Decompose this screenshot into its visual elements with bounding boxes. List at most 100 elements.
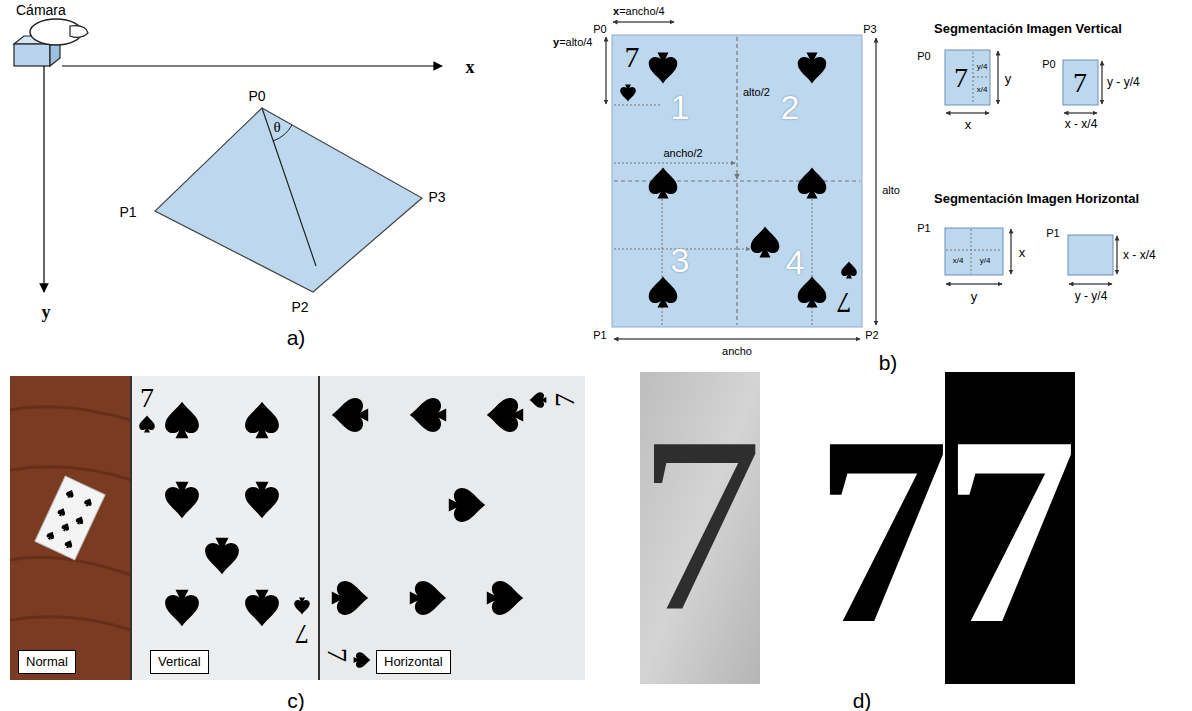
segment-box <box>1068 235 1113 275</box>
dimension-label: alto/2 <box>743 87 770 98</box>
photo-tag: Vertical <box>150 650 209 674</box>
corner-label: P1 <box>593 330 606 341</box>
corner-label: P3 <box>428 190 445 204</box>
angle-label: θ <box>273 120 280 135</box>
suit-symbol <box>798 277 827 308</box>
photo-divider <box>318 376 320 680</box>
photo-tag: Horizontal <box>376 650 451 674</box>
photo-normal <box>35 476 105 560</box>
photo-horizontal <box>332 398 368 432</box>
dimension-label: x <box>965 118 972 131</box>
card-rank: 7 <box>295 620 309 648</box>
dimension-label: y/4 <box>980 257 991 265</box>
photo-vertical <box>245 482 279 518</box>
photo-vertical <box>165 402 199 438</box>
photo-horizontal <box>487 581 523 615</box>
dimension-arrow <box>606 37 607 104</box>
photo-vertical <box>245 402 279 438</box>
photo-vertical <box>139 416 155 433</box>
dimension-arrow <box>606 22 876 339</box>
photo-horizontal <box>410 581 446 615</box>
photo-vertical <box>245 590 279 626</box>
segment-box <box>946 250 1002 251</box>
card-rank: 7 <box>1073 69 1087 97</box>
dimension-label: x - x/4 <box>1065 118 1098 130</box>
suit-symbol <box>798 168 827 199</box>
photo-horizontal <box>320 376 585 680</box>
segment-box: 7y/4x/4 <box>945 50 990 105</box>
section-heading: Segmentación Imagen Horizontal <box>934 192 1139 205</box>
suit-symbol <box>798 53 827 84</box>
card-rank: 7 <box>837 288 852 318</box>
dimension-label: ancho/2 <box>663 148 702 159</box>
segment-box: x/4y/4 <box>945 228 1003 275</box>
dimension-label: y - y/4 <box>1075 290 1108 302</box>
axis-label: y <box>42 303 51 321</box>
suit-symbol <box>841 262 857 279</box>
photo-normal <box>65 488 76 499</box>
card-rank: 7 <box>625 42 640 72</box>
dimension-label: y/4 <box>977 63 988 71</box>
photo-vertical <box>165 590 199 626</box>
photo-horizontal <box>354 652 371 668</box>
photo-horizontal <box>410 398 446 432</box>
photo-horizontal <box>332 581 368 615</box>
dimension-arrow <box>614 339 860 340</box>
camera-label: Cámara <box>16 3 66 17</box>
photo-normal <box>10 376 131 680</box>
camera-icon <box>14 19 88 66</box>
dimension-arrow <box>1069 284 1112 285</box>
corner-label: P1 <box>119 205 136 219</box>
photo-normal <box>45 530 56 541</box>
photo-vertical <box>139 402 310 626</box>
dimension-arrow <box>946 113 989 114</box>
digit-sample: 7 <box>815 395 950 665</box>
photo-vertical <box>294 598 310 615</box>
quadrant-number: 2 <box>781 90 800 124</box>
suit-symbol <box>649 277 678 308</box>
corner-label: P2 <box>291 300 308 314</box>
corner-label: P1 <box>917 223 930 234</box>
card-diagram <box>612 35 862 327</box>
photo-normal <box>35 476 105 560</box>
card-rank: 7 <box>551 393 579 407</box>
photo-divider <box>131 376 319 680</box>
axis-line <box>44 66 442 292</box>
dimension-label: y=alto/4 <box>553 37 592 48</box>
card-diagram <box>736 37 737 179</box>
photo-vertical <box>132 376 319 680</box>
section-heading: Segmentación Imagen Vertical <box>934 22 1122 35</box>
segment-box: 7 <box>1063 60 1098 105</box>
photo-normal <box>45 488 93 549</box>
quadrant-number: 1 <box>671 90 690 124</box>
card-rank: 7 <box>954 64 968 92</box>
photo-normal <box>64 539 75 550</box>
corner-label: P1 <box>1046 228 1059 239</box>
dimension-label: x=ancho/4 <box>613 6 665 17</box>
digit-sample: 7 <box>943 395 1078 665</box>
dimension-label: y <box>1005 72 1012 85</box>
suit-symbol <box>649 168 678 199</box>
panel-caption: b) <box>879 352 898 373</box>
dimension-label: alto <box>882 185 900 196</box>
photo-normal <box>56 507 67 518</box>
suit-symbol <box>620 85 636 102</box>
photo-horizontal <box>449 488 485 522</box>
card-diagram <box>614 163 735 164</box>
dimension-arrow <box>998 51 999 104</box>
camera-icon <box>14 44 50 66</box>
corner-label: P0 <box>917 51 930 62</box>
dimension-label: x - x/4 <box>1123 249 1156 261</box>
dimension-arrow <box>946 284 1002 285</box>
playing-card: 712347 <box>612 35 862 327</box>
dimension-arrow <box>1011 229 1012 274</box>
dimension-arrow <box>1064 113 1097 114</box>
dimension-label: y <box>971 290 978 303</box>
corner-label: P3 <box>863 24 876 35</box>
dimension-arrow <box>1102 61 1103 104</box>
card-diagram <box>736 183 737 325</box>
dimension-arrow <box>946 51 1117 284</box>
dimension-arrow <box>613 22 674 23</box>
corner-label: P2 <box>865 330 878 341</box>
dimension-label: y - y/4 <box>1107 76 1140 88</box>
